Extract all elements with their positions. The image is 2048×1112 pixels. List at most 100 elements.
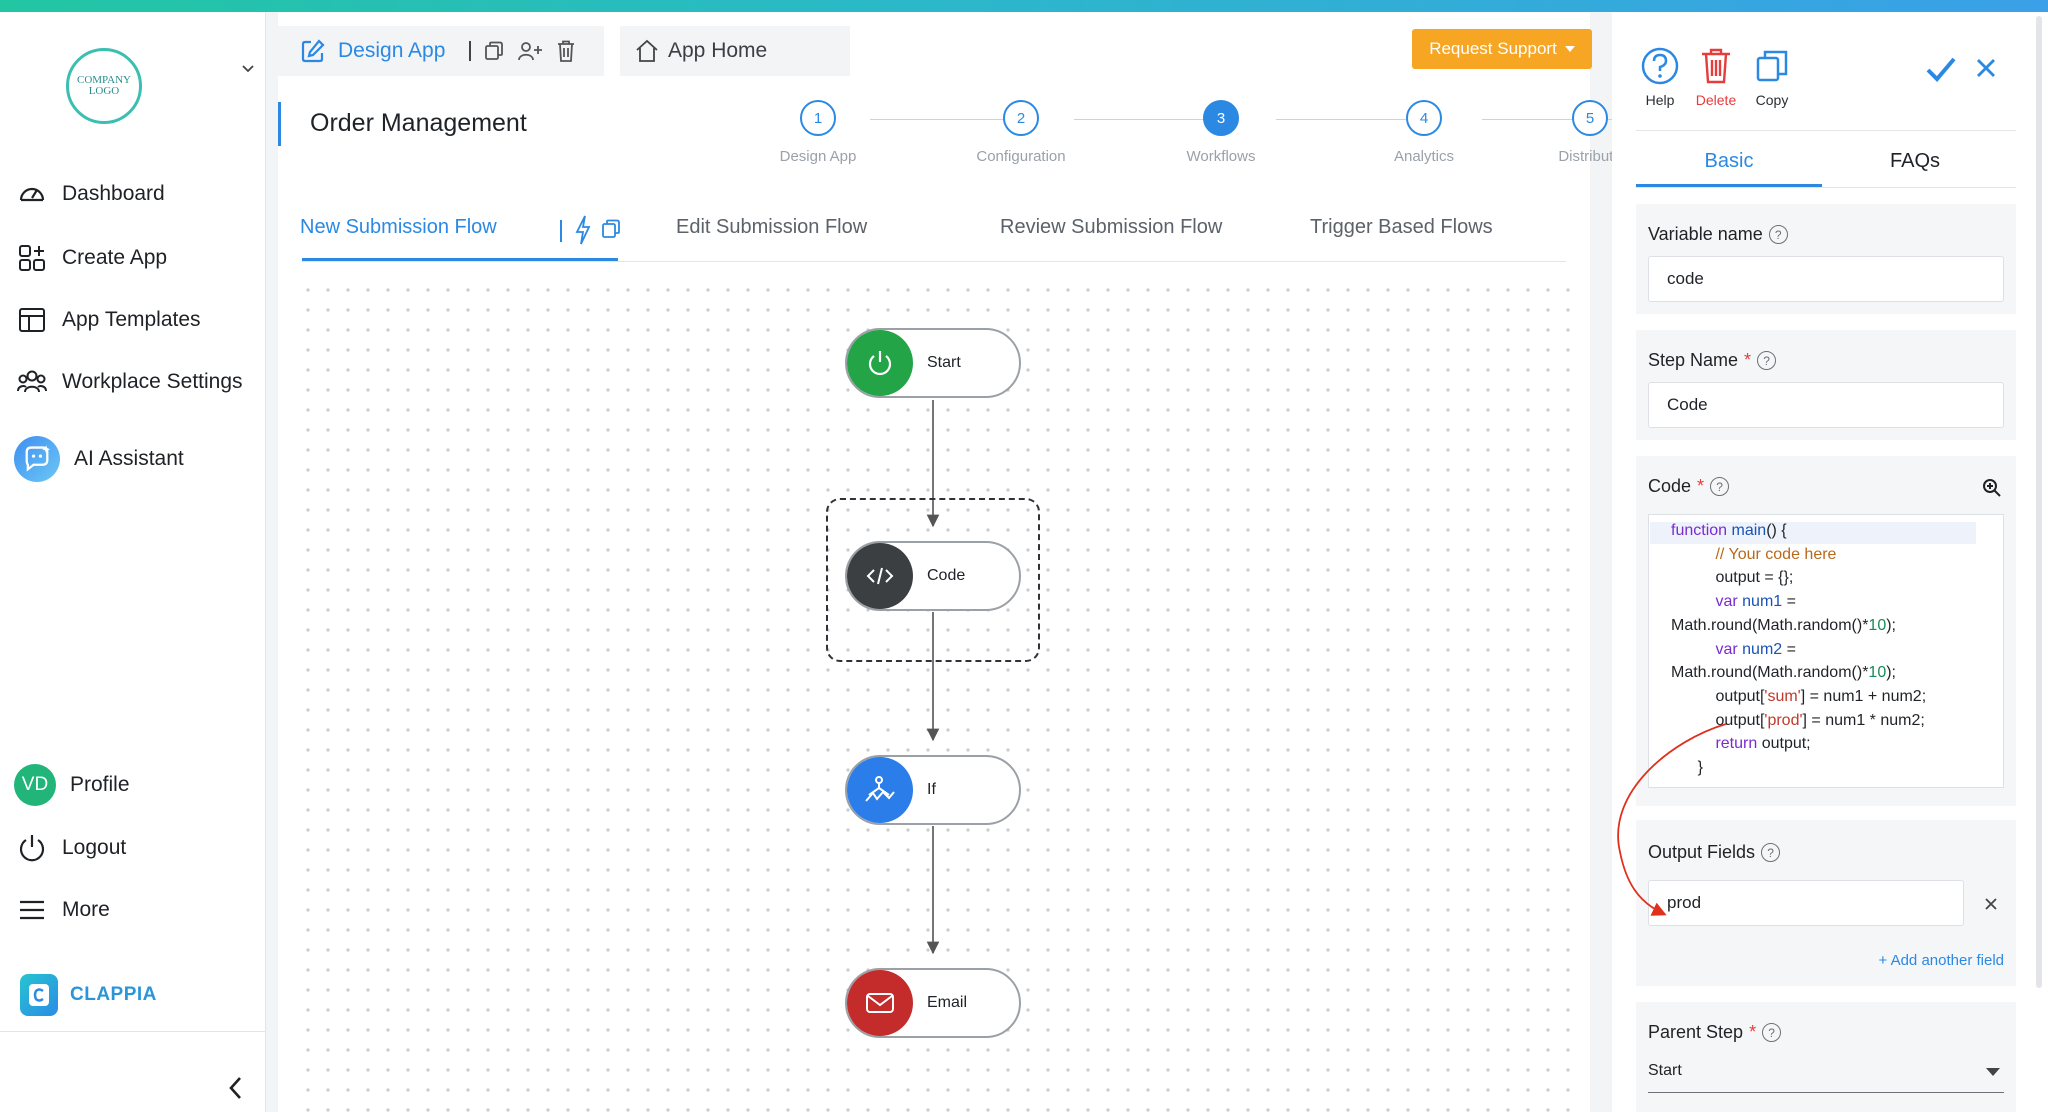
- select-underline: [1648, 1092, 2004, 1093]
- help-circle-icon[interactable]: ?: [1762, 1023, 1782, 1042]
- copy-button[interactable]: Copy: [1742, 46, 1802, 108]
- lightning-icon[interactable]: [574, 214, 592, 246]
- ai-assistant-icon: [14, 436, 60, 482]
- trash-icon[interactable]: [555, 39, 577, 63]
- parent-step-value: Start: [1648, 1062, 1682, 1079]
- parent-step-select[interactable]: Start: [1648, 1062, 2004, 1090]
- sidebar-item-profile[interactable]: VD Profile: [14, 764, 130, 806]
- sidebar-item-workplace-settings[interactable]: Workplace Settings: [16, 366, 243, 398]
- sidebar-item-create-app[interactable]: Create App: [16, 242, 167, 274]
- request-support-button[interactable]: Request Support: [1412, 29, 1592, 69]
- tab-trigger-based-flows[interactable]: Trigger Based Flows: [1310, 216, 1493, 239]
- stepper-connector: [1074, 119, 1216, 120]
- sidebar-item-label: Workplace Settings: [62, 370, 243, 393]
- code-label: Code: [1648, 476, 1692, 496]
- help-icon: [1641, 47, 1679, 85]
- help-circle-icon[interactable]: ?: [1761, 843, 1781, 862]
- tab-new-submission-flow[interactable]: New Submission Flow: [300, 216, 497, 239]
- step-label: Design App: [779, 148, 857, 165]
- workflow-editor: Design App App Home Request Support Orde…: [278, 12, 1630, 1112]
- tab-app-home[interactable]: App Home: [620, 26, 850, 76]
- step-design-app[interactable]: 1 Design App: [758, 100, 878, 165]
- close-icon[interactable]: [1974, 56, 1998, 80]
- step-distribute[interactable]: 5 Distribute: [1530, 100, 1650, 165]
- step-analytics[interactable]: 4 Analytics: [1364, 100, 1484, 165]
- brand-logo: CLAPPIA: [20, 974, 157, 1016]
- annotation-arrow: [1617, 723, 1727, 916]
- node-email[interactable]: Email: [845, 968, 1021, 1038]
- collapse-sidebar-icon[interactable]: [224, 1072, 248, 1104]
- sidebar-item-app-templates[interactable]: App Templates: [16, 304, 201, 336]
- dashboard-icon: [19, 187, 45, 202]
- workflow-canvas[interactable]: Start Code If Email: [292, 274, 1578, 1112]
- flow-tabs: New Submission Flow Edit Submission Flow…: [300, 202, 1566, 262]
- sidebar-item-more[interactable]: More: [16, 894, 110, 926]
- caret-down-icon: [1986, 1068, 2000, 1076]
- copy-label: Copy: [1755, 92, 1789, 108]
- step-number: 1: [800, 100, 836, 136]
- step-number: 3: [1203, 100, 1239, 136]
- zoom-in-icon[interactable]: [1982, 478, 2002, 498]
- step-name-input[interactable]: Code: [1648, 382, 2004, 428]
- step-workflows[interactable]: 3 Workflows: [1161, 100, 1281, 165]
- step-label: Configuration: [976, 148, 1066, 165]
- node-label: Start: [927, 354, 961, 371]
- field-label: Variable name ?: [1648, 224, 1788, 245]
- delete-label: Delete: [1695, 92, 1737, 108]
- tab-faqs[interactable]: FAQs: [1889, 150, 1940, 172]
- node-start[interactable]: Start: [845, 328, 1021, 398]
- help-circle-icon[interactable]: ?: [1757, 351, 1777, 370]
- scrollbar[interactable]: [2034, 12, 2044, 992]
- variable-name-input[interactable]: code: [1648, 256, 2004, 302]
- output-field-input[interactable]: prod: [1648, 880, 1964, 926]
- clappia-logo-icon: [20, 974, 58, 1016]
- node-label: Code: [927, 567, 966, 584]
- help-label: Help: [1645, 92, 1675, 108]
- tab-label: Trigger Based Flows: [1310, 216, 1493, 238]
- request-support-label: Request Support: [1429, 39, 1557, 58]
- sidebar-item-ai-assistant[interactable]: AI Assistant: [14, 436, 184, 482]
- step-number: 5: [1572, 100, 1608, 136]
- tab-edit-submission-flow[interactable]: Edit Submission Flow: [676, 216, 867, 239]
- tab-basic[interactable]: Basic: [1704, 150, 1754, 172]
- node-if[interactable]: If: [845, 755, 1021, 825]
- code-icon: [847, 543, 913, 609]
- chevron-down-icon[interactable]: [240, 60, 256, 76]
- help-button[interactable]: Help: [1630, 46, 1690, 108]
- code-section: Code * ? function main() { // Your code …: [1636, 456, 2016, 806]
- delete-button[interactable]: Delete: [1686, 46, 1746, 108]
- help-circle-icon[interactable]: ?: [1710, 477, 1730, 496]
- close-icon[interactable]: [1983, 896, 1999, 912]
- node-label: If: [927, 781, 936, 798]
- current-line-highlight: [1650, 522, 1976, 544]
- sidebar-item-dashboard[interactable]: Dashboard: [16, 178, 165, 210]
- sidebar-item-label: Create App: [62, 246, 168, 269]
- copy-icon[interactable]: [483, 40, 505, 62]
- tab-label: Edit Submission Flow: [676, 216, 868, 238]
- code-editor[interactable]: function main() { // Your code here outp…: [1648, 514, 2004, 788]
- copy-icon[interactable]: [600, 218, 622, 240]
- help-circle-icon[interactable]: ?: [1768, 225, 1788, 244]
- variable-name-section: Variable name ? code: [1636, 204, 2016, 314]
- tab-label: Review Submission Flow: [1000, 216, 1223, 238]
- design-app-title: Design App: [338, 39, 446, 62]
- step-configuration[interactable]: 2 Configuration: [961, 100, 1081, 165]
- page-title-accent: [278, 102, 281, 146]
- add-another-field-link[interactable]: + Add another field: [1878, 952, 2004, 969]
- tab-design-app[interactable]: Design App: [278, 26, 604, 76]
- tab-review-submission-flow[interactable]: Review Submission Flow: [1000, 216, 1222, 239]
- sidebar-item-logout[interactable]: Logout: [16, 832, 126, 864]
- top-gradient-bar: [0, 0, 2048, 12]
- step-name-section: Step Name * ? Code: [1636, 330, 2016, 440]
- menu-icon: [20, 900, 44, 920]
- node-code[interactable]: Code: [845, 541, 1021, 611]
- power-icon: [19, 835, 45, 862]
- stepper-connector: [1482, 119, 1630, 120]
- check-icon[interactable]: [1924, 54, 1958, 84]
- add-user-icon[interactable]: [517, 40, 543, 62]
- edit-icon: [301, 39, 325, 63]
- templates-icon: [19, 308, 45, 332]
- divider: [1636, 130, 2016, 131]
